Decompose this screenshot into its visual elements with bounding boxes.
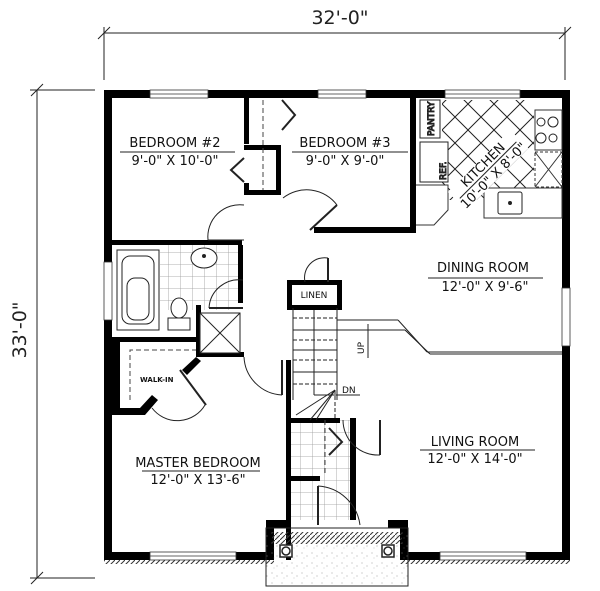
width-dimension-label: 32'-0" xyxy=(311,7,368,29)
walkin-label: WALK-IN xyxy=(140,376,174,384)
svg-text:PANTRY: PANTRY xyxy=(427,101,437,136)
kitchen-sink xyxy=(497,191,523,215)
room-living[interactable]: LIVING ROOM 12'-0" X 14'-0" xyxy=(420,435,535,467)
counter xyxy=(416,109,563,226)
room-name: LIVING ROOM xyxy=(431,435,519,450)
stove xyxy=(535,116,559,144)
stairs xyxy=(292,308,369,421)
room-size: 12'-0" X 14'-0" xyxy=(427,452,522,467)
linen-label: LINEN xyxy=(301,291,328,301)
interior-walls xyxy=(112,98,416,560)
room-name: BEDROOM #2 xyxy=(129,136,220,151)
walkin-wall xyxy=(112,342,158,415)
room-size: 12'-0" X 13'-6" xyxy=(150,473,245,488)
room-name: BEDROOM #3 xyxy=(299,136,390,151)
room-name: MASTER BEDROOM xyxy=(135,456,261,471)
room-dining[interactable]: DINING ROOM 12'-0" X 9'-6" xyxy=(428,261,543,295)
doors xyxy=(151,189,381,526)
room-size: 12'-0" X 9'-6" xyxy=(441,280,528,295)
shower xyxy=(199,312,241,354)
room-size: 9'-0" X 10'-0" xyxy=(131,154,218,169)
closet-rods xyxy=(129,100,326,476)
room-size: 9'-0" X 9'-0" xyxy=(306,154,385,169)
room-master-bedroom[interactable]: MASTER BEDROOM 12'-0" X 13'-6" xyxy=(135,456,261,488)
depth-dimension-label: 33'-0" xyxy=(9,301,31,358)
room-name: DINING ROOM xyxy=(437,261,529,276)
stair-down-label: DN xyxy=(342,386,356,396)
svg-text:REF.: REF. xyxy=(439,161,449,180)
sink xyxy=(190,247,218,269)
width-dimension: 32'-0" xyxy=(97,7,572,80)
half-wall xyxy=(337,319,562,355)
front-porch xyxy=(104,527,570,587)
foyer-tile xyxy=(290,420,355,520)
toilet xyxy=(167,297,191,331)
closet-doors xyxy=(229,99,344,456)
room-bedroom-3[interactable]: BEDROOM #3 9'-0" X 9'-0" xyxy=(292,136,408,169)
refrigerator: REF. xyxy=(419,141,450,183)
depth-dimension: 33'-0" xyxy=(9,83,95,585)
room-bedroom-2[interactable]: BEDROOM #2 9'-0" X 10'-0" xyxy=(120,136,235,169)
stair-up-label: UP xyxy=(357,341,367,354)
bathtub xyxy=(116,249,160,331)
pantry: PANTRY xyxy=(419,99,441,139)
